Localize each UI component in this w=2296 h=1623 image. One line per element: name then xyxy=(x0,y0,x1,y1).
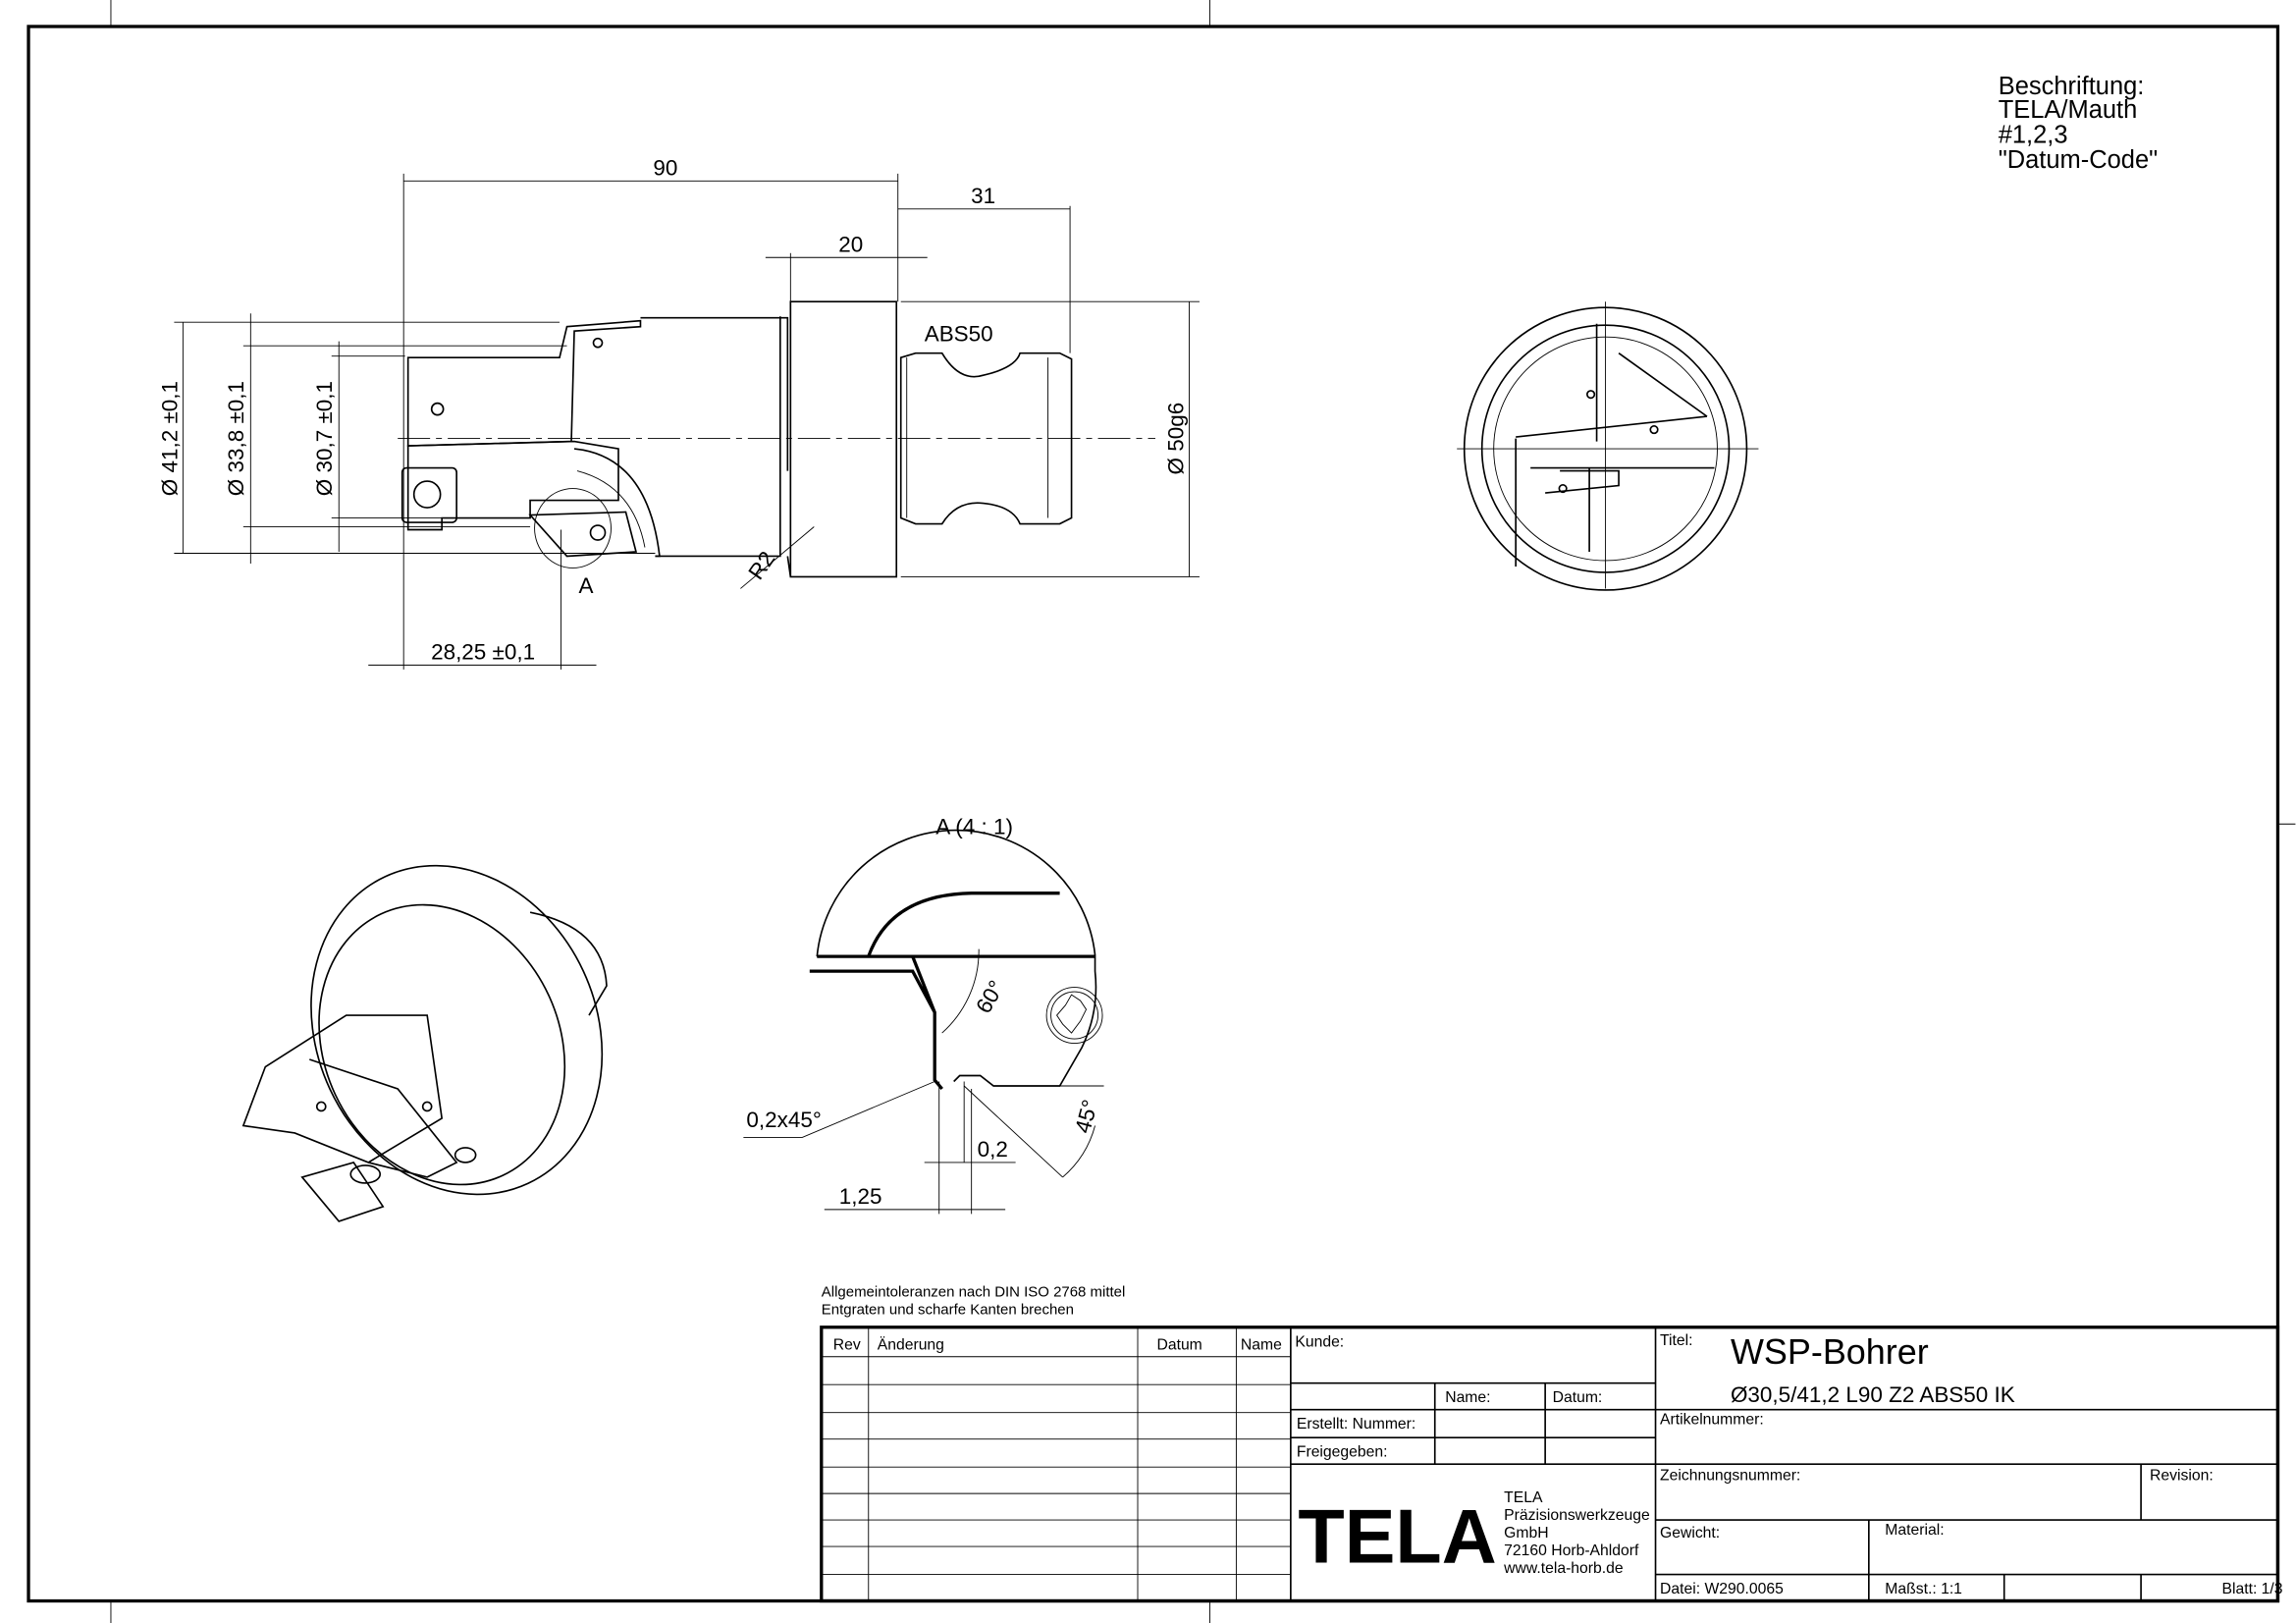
annotation-line: #1,2,3 xyxy=(1999,121,2068,148)
angle-45: 45° xyxy=(1070,1097,1102,1135)
company-line: GmbH xyxy=(1504,1525,1548,1542)
detail-view-a: A (4 : 1) 60° 45° 0,2x45° 0,2 1,25 xyxy=(743,815,1104,1215)
title-block: Rev Änderung Datum Name Kunde: Name: Dat… xyxy=(820,1325,2283,1603)
drawing-subtitle: Ø30,5/41,2 L90 Z2 ABS50 IK xyxy=(1731,1382,2015,1407)
revision-label: Revision: xyxy=(2150,1468,2214,1485)
annotation-line: TELA/Mauth xyxy=(1999,96,2138,124)
drawing-title: WSP-Bohrer xyxy=(1731,1331,1929,1372)
torx-screw-icon xyxy=(412,480,442,509)
sheet-frame xyxy=(27,0,2296,1623)
article-number-label: Artikelnummer: xyxy=(1660,1412,1764,1429)
general-tolerance-note: Allgemeintoleranzen nach DIN ISO 2768 mi… xyxy=(822,1283,1126,1300)
company-line: Präzisionswerkzeuge xyxy=(1504,1507,1650,1524)
detail-marker: A xyxy=(579,573,594,598)
dim-diameter-41-2: Ø 41,2 ±0,1 xyxy=(157,381,182,496)
cutter-head-upper xyxy=(406,319,642,447)
material-label: Material: xyxy=(1885,1522,1944,1539)
dim-0-2: 0,2 xyxy=(978,1137,1008,1162)
company-line: 72160 Horb-Ahldorf xyxy=(1504,1542,1639,1559)
sheet-number: Blatt: 1/3 xyxy=(2222,1581,2283,1597)
name-header: Name xyxy=(1241,1336,1282,1353)
torx-icon xyxy=(1056,994,1088,1034)
company-logo: TELA xyxy=(1298,1493,1496,1580)
angle-60: 60° xyxy=(971,976,1009,1017)
dim-length-total: 90 xyxy=(653,155,677,180)
date-header: Datum xyxy=(1156,1336,1201,1353)
annotation-note: Beschriftung: TELA/Mauth #1,2,3 "Datum-C… xyxy=(1999,73,2158,174)
detail-circle-a xyxy=(534,488,612,568)
title-label: Titel: xyxy=(1660,1332,1692,1349)
approved-label: Freigegeben: xyxy=(1297,1444,1388,1461)
dim-diameter-shank: Ø 50g6 xyxy=(1163,403,1188,475)
body xyxy=(640,316,792,577)
torx-screw-icon xyxy=(589,524,607,541)
company-line: TELA xyxy=(1504,1489,1543,1506)
change-header: Änderung xyxy=(878,1335,944,1353)
drawing-number-label: Zeichnungsnummer: xyxy=(1660,1468,1800,1485)
customer-label: Kunde: xyxy=(1295,1333,1344,1350)
file-name: Datei: W290.0065 xyxy=(1660,1581,1784,1597)
chamfer-callout: 0,2x45° xyxy=(746,1108,821,1132)
end-view xyxy=(1457,301,1759,591)
weight-label: Gewicht: xyxy=(1660,1525,1720,1542)
created-label: Erstellt: Nummer: xyxy=(1297,1416,1415,1433)
rev-header: Rev xyxy=(833,1336,861,1353)
annotation-line: "Datum-Code" xyxy=(1999,146,2158,174)
cutter-head-lower xyxy=(406,440,619,531)
date-label: Datum: xyxy=(1553,1389,1603,1406)
annotation-line: Beschriftung: xyxy=(1999,73,2145,100)
scale: Maßst.: 1:1 xyxy=(1885,1581,1962,1597)
isometric-view xyxy=(241,864,608,1222)
insert-1 xyxy=(400,466,457,523)
insert-2 xyxy=(528,511,638,558)
dim-1-25: 1,25 xyxy=(839,1184,882,1209)
dim-step: 28,25 ±0,1 xyxy=(431,639,535,664)
company-line: www.tela-horb.de xyxy=(1503,1560,1624,1577)
dim-shank-length: 31 xyxy=(971,184,995,208)
flute-arc xyxy=(573,448,661,558)
dim-collar-length: 20 xyxy=(838,232,863,256)
shank-label: ABS50 xyxy=(925,322,993,347)
deburr-note: Entgraten und scharfe Kanten brechen xyxy=(822,1301,1074,1318)
dim-radius: R2 xyxy=(743,547,779,584)
shank-abs50 xyxy=(899,352,1073,525)
name-label: Name: xyxy=(1445,1389,1490,1406)
detail-title: A (4 : 1) xyxy=(935,815,1013,839)
side-view: 90 31 20 ABS50 Ø 41,2 ±0,1 Ø 33,8 ±0,1 Ø… xyxy=(157,155,1200,670)
collar xyxy=(789,300,898,578)
dim-diameter-33-8: Ø 33,8 ±0,1 xyxy=(224,381,248,496)
dim-diameter-30-7: Ø 30,7 ±0,1 xyxy=(312,381,337,496)
